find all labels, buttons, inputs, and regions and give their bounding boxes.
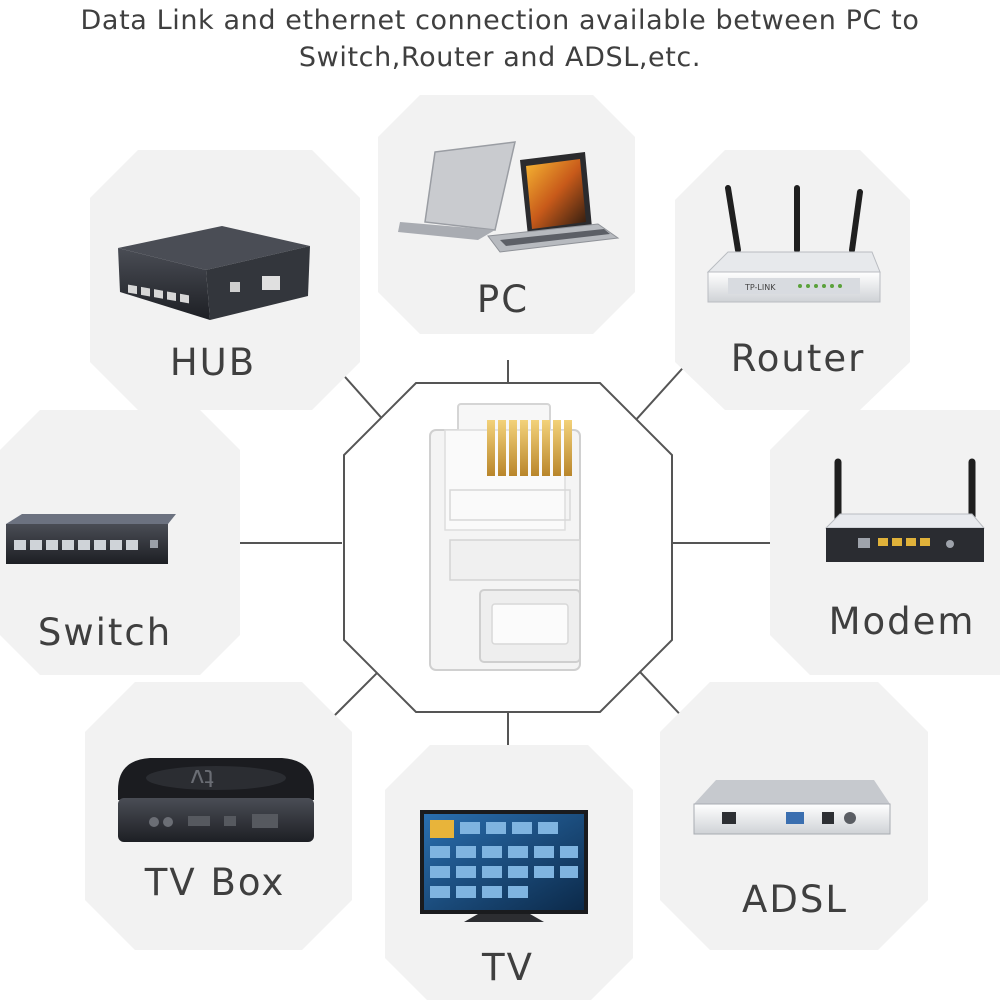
modem-icon [824,458,986,562]
label-switch: Switch [38,611,172,654]
device-tvbox: tv TV Box [85,682,352,950]
device-pc: PC [378,95,635,334]
tv-icon [420,810,588,922]
tvbox-logo: tv [190,764,214,792]
laptop-icon [398,141,620,253]
rj45-connector-icon [429,403,581,671]
device-hub: HUB [90,150,360,410]
headline-line-2: Switch,Router and ADSL,etc. [298,42,702,73]
label-hub: HUB [170,341,256,384]
device-router: TP-LINK Router [675,150,910,410]
device-modem: Modem [770,410,1000,675]
hub-icon [118,226,310,320]
label-tv: TV [481,946,534,989]
label-modem: Modem [829,600,976,643]
device-adsl: ADSL [660,682,928,950]
device-tv: TV [385,745,633,1000]
adsl-icon [693,780,891,835]
tv-box-icon: tv [118,758,314,842]
headline-line-1: Data Link and ethernet connection availa… [80,5,920,36]
device-switch: Switch [0,410,240,675]
router-brand: TP-LINK [744,283,776,292]
switch-icon [6,514,176,564]
label-router: Router [731,337,866,380]
label-pc: PC [477,278,529,321]
label-adsl: ADSL [742,878,848,921]
headline: Data Link and ethernet connection availa… [0,2,1000,76]
router-icon: TP-LINK [706,185,881,303]
label-tvbox: TV Box [144,861,285,904]
